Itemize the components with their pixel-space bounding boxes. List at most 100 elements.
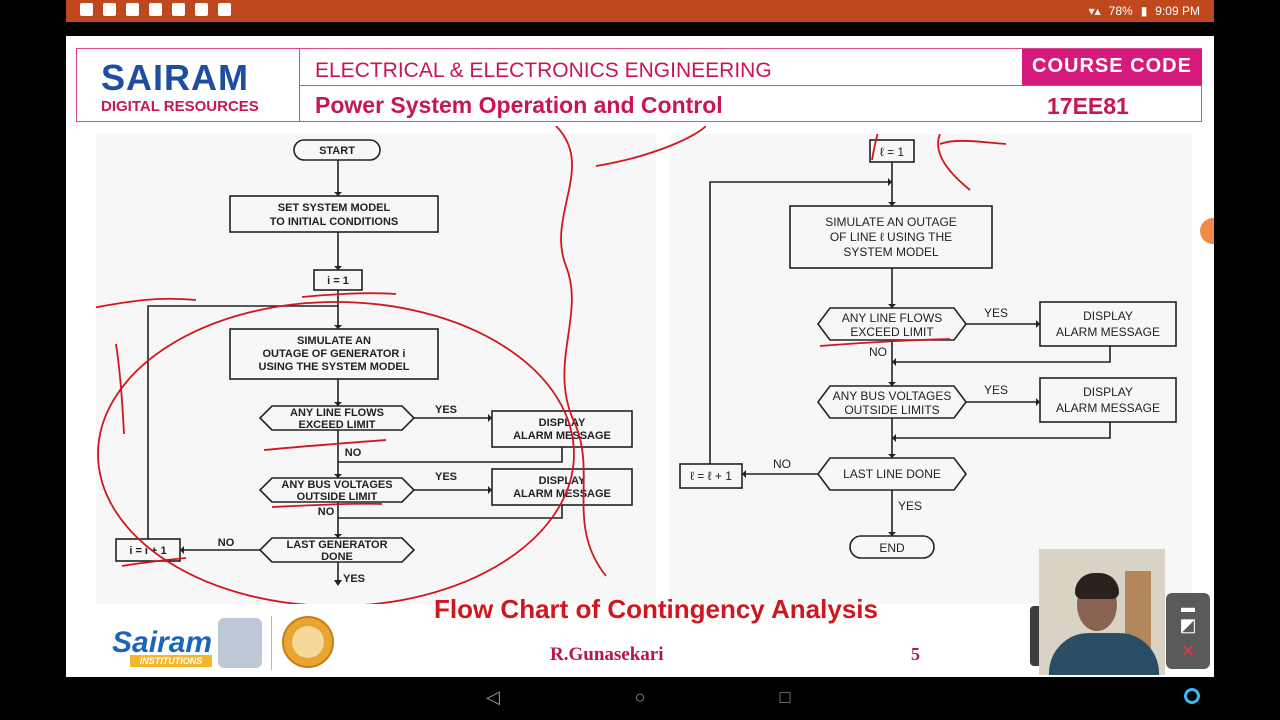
system-indicators: ▾▴ 78% ▮ 9:09 PM [1089, 4, 1200, 18]
founder-portrait [218, 618, 262, 668]
last-gen-line-2: DONE [321, 551, 353, 563]
flowchart-right-svg: ℓ = 1 SIMULATE AN OUTAGE OF LINE ℓ USING… [573, 76, 1177, 565]
webcam-person-hair [1075, 573, 1119, 599]
sim-r-line-2: OF LINE ℓ USING THE [830, 230, 952, 244]
yes-label-2: YES [435, 471, 457, 483]
sim-r-line-3: SYSTEM MODEL [843, 245, 939, 259]
bus-line-2: OUTSIDE LIMIT [297, 491, 378, 503]
gallery-icon [103, 3, 116, 16]
institution-emblem [282, 616, 334, 668]
simulate-line-1: SIMULATE AN [297, 335, 371, 347]
yes-label-1: YES [435, 404, 457, 416]
generator-outage-flowchart: START SET SYSTEM MODEL TO INITIAL CONDIT… [91, 134, 656, 607]
flowchart-left-svg: START SET SYSTEM MODEL TO INITIAL CONDIT… [91, 139, 633, 607]
brand-name: SAIRAM [101, 57, 249, 98]
bus-voltage-decision [258, 477, 416, 503]
flows-r-line-1: ANY LINE FLOWS [842, 311, 942, 325]
home-icon[interactable]: ○ [634, 687, 646, 707]
no-r-1: NO [869, 345, 887, 359]
init-line-2: TO INITIAL CONDITIONS [270, 216, 399, 228]
alarm-r2-line-1: DISPLAY [1083, 385, 1133, 399]
bus-r-line-1: ANY BUS VOLTAGES [833, 389, 952, 403]
slide: SAIRAM DIGITAL RESOURCES ELECTRICAL & EL… [66, 36, 1214, 677]
clock: 9:09 PM [1155, 4, 1200, 18]
last-gen-line-1: LAST GENERATOR [286, 539, 387, 551]
end-label: END [879, 541, 905, 555]
course-code-value: 17EE81 [1047, 93, 1129, 119]
slide-caption: Flow Chart of Contingency Analysis [434, 594, 878, 624]
alarm-1-line-2: ALARM MESSAGE [513, 430, 611, 442]
simulate-box [229, 328, 439, 380]
expand-icon[interactable]: ◩ [1179, 615, 1197, 635]
slide-header: SAIRAM DIGITAL RESOURCES ELECTRICAL & EL… [76, 48, 1202, 122]
sim-r-line-1: SIMULATE AN OUTAGE [825, 215, 957, 229]
red-annotations-right [573, 76, 1007, 565]
init-box [229, 195, 439, 233]
alarm-box-r2 [1039, 377, 1177, 423]
course-code-box: COURSE CODE [1022, 49, 1202, 85]
init-line-1: SET SYSTEM MODEL [278, 202, 391, 214]
brand-subtitle: DIGITAL RESOURCES [101, 98, 259, 115]
sairam-logo-subtitle: INSTITUTIONS [130, 655, 212, 667]
download-icon [80, 3, 93, 16]
no-r-2: NO [773, 457, 791, 471]
battery-level: 78% [1108, 4, 1133, 18]
cloud-icon [126, 3, 139, 16]
header-divider [299, 85, 1201, 86]
no-label-1: NO [345, 447, 362, 459]
set-i-label: i = 1 [327, 275, 349, 287]
flows-r-line-2: EXCEED LIMIT [850, 325, 934, 339]
signal-icon: ▾▴ [1088, 4, 1101, 18]
webcam-controls: ▬ ◩ ✕ [1166, 593, 1210, 669]
alarm-r1-line-2: ALARM MESSAGE [1056, 325, 1160, 339]
bus-voltage-decision-r [817, 385, 967, 419]
webcam-person-body [1049, 633, 1159, 675]
webcam-edge-tab[interactable] [1030, 606, 1040, 666]
increment-l-label: ℓ = ℓ + 1 [690, 469, 732, 483]
annotation-squiggle [555, 126, 706, 577]
bus-r-line-2: OUTSIDE LIMITS [844, 403, 939, 417]
simulate-line-box [789, 205, 993, 269]
subject-title: Power System Operation and Control [315, 92, 723, 118]
status-bar: ▾▴ 78% ▮ 9:09 PM [66, 0, 1214, 22]
alarm-r1-line-1: DISPLAY [1083, 309, 1133, 323]
sairam-logo-text: Sairam [112, 626, 213, 659]
notification-icons [80, 3, 231, 16]
bus-line-1: ANY BUS VOLTAGES [281, 479, 392, 491]
close-icon[interactable]: ✕ [1180, 641, 1196, 661]
youtube-icon [172, 3, 185, 16]
back-icon[interactable]: ◁ [486, 687, 500, 707]
alarm-2-line-1: DISPLAY [539, 475, 586, 487]
course-code-label: COURSE CODE [1032, 55, 1192, 77]
recents-icon[interactable]: □ [779, 687, 791, 707]
brand-block: SAIRAM DIGITAL RESOURCES [77, 49, 300, 121]
footer-divider [271, 616, 272, 670]
line-flows-decision [258, 405, 416, 431]
assistant-icon[interactable] [1184, 688, 1200, 704]
line-outage-flowchart: ℓ = 1 SIMULATE AN OUTAGE OF LINE ℓ USING… [573, 76, 1192, 604]
alarm-2-line-2: ALARM MESSAGE [513, 488, 611, 500]
yes-r-1: YES [984, 306, 1008, 320]
department-title: ELECTRICAL & ELECTRONICS ENGINEERING [315, 59, 772, 82]
simulate-line-2: OUTAGE OF GENERATOR i [262, 348, 405, 360]
simulate-line-3: USING THE SYSTEM MODEL [259, 361, 410, 373]
increment-l-box [679, 463, 743, 489]
last-line-label: LAST LINE DONE [843, 467, 941, 481]
battery-icon: ▮ [1140, 4, 1148, 18]
page-number: 5 [911, 644, 920, 664]
webcam-preview[interactable] [1039, 549, 1165, 675]
no-label-3: NO [218, 537, 235, 549]
yes-r-3: YES [898, 499, 922, 513]
line-flows-line-2: EXCEED LIMIT [298, 419, 375, 431]
video-icon [149, 3, 162, 16]
yes-r-2: YES [984, 383, 1008, 397]
author-name: R.Gunasekari [550, 644, 664, 665]
yes-label-3: YES [343, 573, 365, 585]
set-l-label: ℓ = 1 [880, 145, 905, 159]
navigation-bar: ◁ ○ □ [66, 677, 1214, 720]
line-flows-line-1: ANY LINE FLOWS [290, 407, 384, 419]
drag-handle-icon[interactable]: ▬ [1181, 599, 1195, 615]
chart-icon [218, 3, 231, 16]
line-flows-decision-r [817, 307, 967, 341]
floating-edge-handle[interactable] [1200, 218, 1214, 244]
